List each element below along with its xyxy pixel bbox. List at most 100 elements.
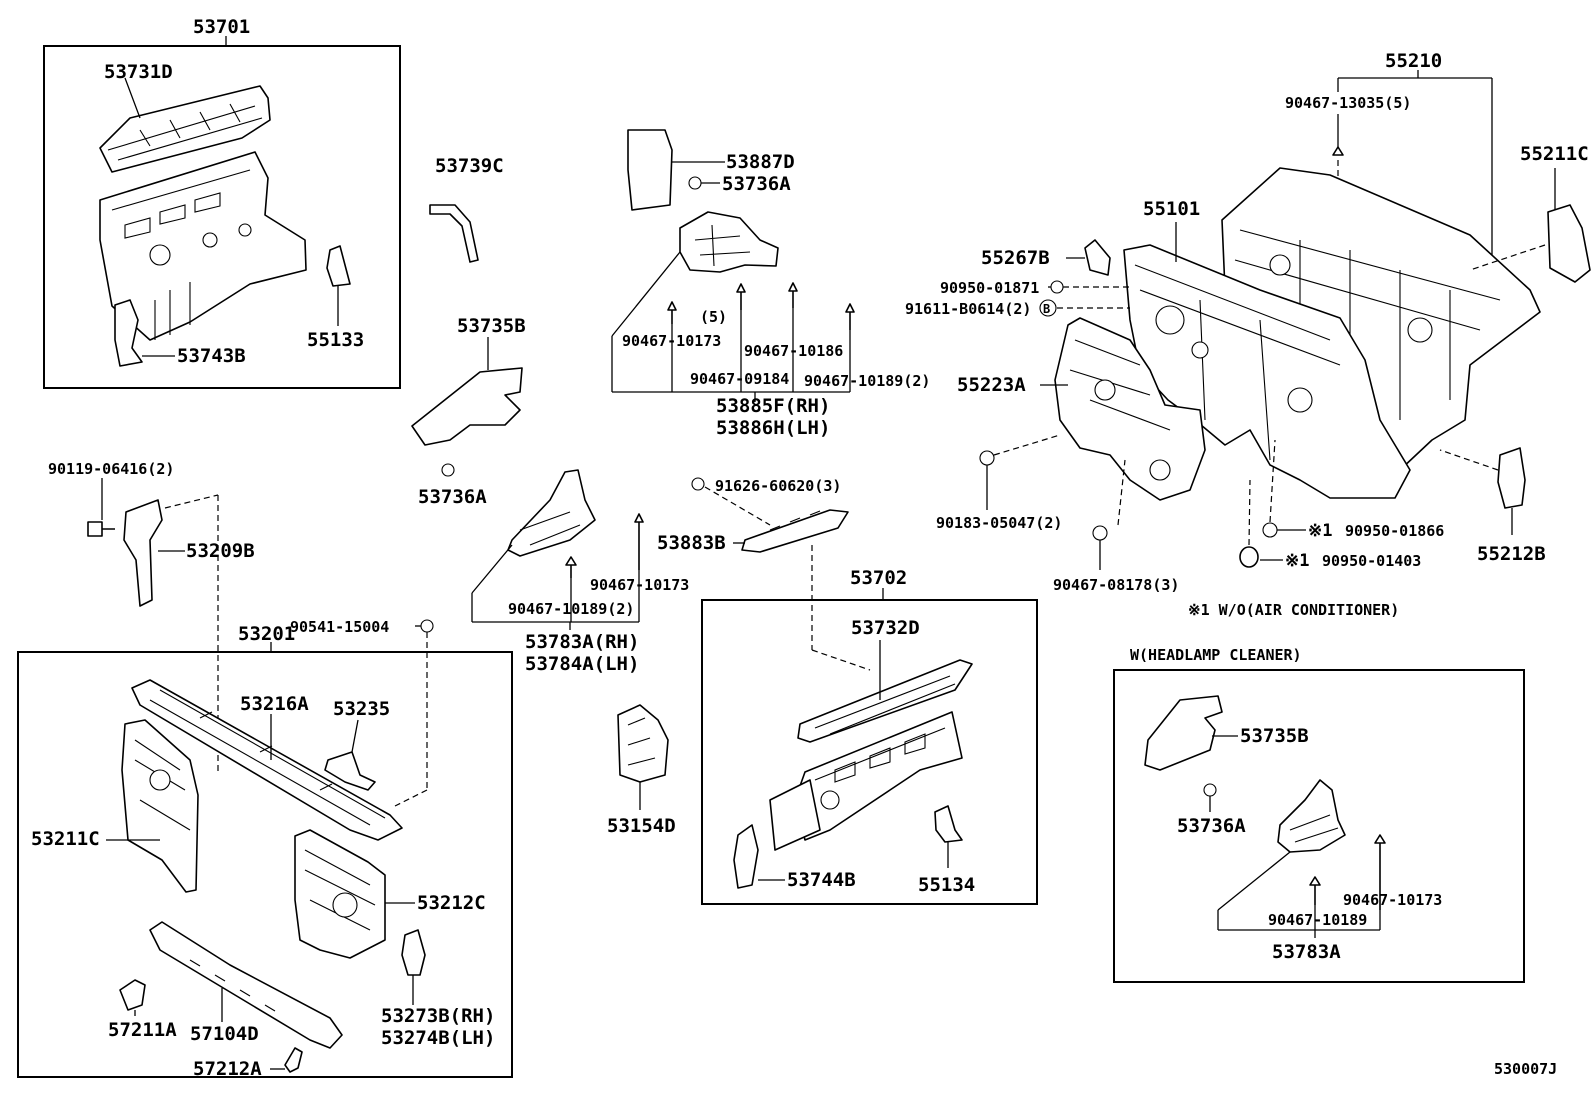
label-55211C: 55211C — [1520, 143, 1589, 165]
label-53201: 53201 — [238, 623, 295, 645]
label-90467-10173-b: 90467-10173 — [590, 576, 689, 594]
reinforcement-53883B — [741, 509, 849, 553]
label-55133: 55133 — [307, 329, 364, 351]
label-53735B: 53735B — [457, 315, 526, 337]
bracket-53744B — [733, 824, 759, 889]
label-55223A: 55223A — [957, 374, 1026, 396]
bracket-53154D — [617, 704, 669, 783]
dash-panel-55101 — [1123, 244, 1411, 499]
label-53211C: 53211C — [31, 828, 100, 850]
radiator-support-upper-53216A — [131, 679, 403, 841]
label-90950-01871: 90950-01871 — [940, 279, 1039, 297]
label-53212C: 53212C — [417, 892, 486, 914]
seal-55212B — [1497, 447, 1526, 509]
shield-53735B-headlamp — [1144, 695, 1223, 771]
dash-panel-front-lower — [769, 711, 963, 851]
air-conditioner-note: ※1 W/O(AIR CONDITIONER) — [1188, 601, 1399, 619]
label-91626-60620-3: 91626-60620(3) — [715, 477, 841, 495]
mark-note-1-b: ※1 — [1285, 551, 1309, 571]
seal-53783A-headlamp — [1277, 779, 1346, 853]
group-box-53701 — [43, 45, 401, 389]
group-box-53702 — [701, 599, 1038, 905]
seal-53739C — [429, 204, 479, 263]
bracket-57211A — [119, 979, 146, 1011]
dash-panel-insulator-55210 — [1221, 167, 1541, 471]
headlamp-box-title: W(HEADLAMP CLEANER) — [1130, 646, 1302, 664]
label-53216A: 53216A — [240, 693, 309, 715]
label-55210: 55210 — [1385, 50, 1442, 72]
label-53736A-a: 53736A — [418, 486, 487, 508]
circle-mark-B: B — [1043, 302, 1050, 316]
label-57104D: 57104D — [190, 1023, 259, 1045]
label-90467-10173-headlamp: 90467-10173 — [1343, 891, 1442, 909]
cowl-top-panel-53731D — [99, 85, 271, 173]
radiator-support-side-53212C — [294, 829, 386, 959]
insulator-53885F — [679, 211, 779, 273]
seal-53783A — [507, 469, 596, 557]
label-90467-10189-headlamp: 90467-10189 — [1268, 911, 1367, 929]
label-53744B: 53744B — [787, 869, 856, 891]
label-90183-05047-2: 90183-05047(2) — [936, 514, 1062, 532]
label-90467-10189-2a: 90467-10189(2) — [804, 372, 930, 390]
label-57211A: 57211A — [108, 1019, 177, 1041]
support-53209B — [123, 499, 163, 607]
label-53209B: 53209B — [186, 540, 255, 562]
label-90467-13035-5: 90467-13035(5) — [1285, 94, 1411, 112]
label-53887D: 53887D — [726, 151, 795, 173]
bracket-55133 — [326, 245, 351, 287]
label-55134: 55134 — [918, 874, 975, 896]
bracket-53235 — [324, 751, 376, 791]
label-53701: 53701 — [193, 16, 250, 38]
label-53732D: 53732D — [851, 617, 920, 639]
label-53783A-headlamp: 53783A — [1272, 941, 1341, 963]
label-53736A-headlamp: 53736A — [1177, 815, 1246, 837]
shield-53735B — [411, 367, 523, 446]
bracket-53273B — [401, 929, 426, 976]
label-53274B-LH: 53274B(LH) — [381, 1027, 495, 1049]
label-90119-06416-2: 90119-06416(2) — [48, 460, 174, 478]
cowl-top-panel-53732D — [797, 659, 973, 743]
diagram-code: 530007J — [1494, 1060, 1557, 1078]
label-53883B: 53883B — [657, 532, 726, 554]
mark-note-1-a: ※1 — [1308, 521, 1332, 541]
group-box-53201 — [17, 651, 513, 1078]
label-90467-10173-a: 90467-10173 — [622, 332, 721, 350]
bracket-57212A — [284, 1047, 303, 1073]
label-90541-15004: 90541-15004 — [290, 618, 389, 636]
bracket-55267B — [1084, 239, 1111, 276]
group-box-headlamp — [1113, 669, 1525, 983]
label-53154D: 53154D — [607, 815, 676, 837]
insulator-55223A — [1054, 317, 1206, 501]
label-53743B: 53743B — [177, 345, 246, 367]
label-57212A: 57212A — [193, 1058, 262, 1080]
label-90467-08178-3: 90467-08178(3) — [1053, 576, 1179, 594]
radiator-support-side-53211C — [121, 719, 199, 893]
label-53235: 53235 — [333, 698, 390, 720]
label-55212B: 55212B — [1477, 543, 1546, 565]
label-55101: 55101 — [1143, 198, 1200, 220]
bracket-55134 — [934, 805, 963, 843]
cover-53887D — [627, 129, 673, 211]
label-53735B-headlamp: 53735B — [1240, 725, 1309, 747]
label-53886H-LH: 53886H(LH) — [716, 417, 830, 439]
bracket-53743B — [114, 299, 143, 367]
label-53702: 53702 — [850, 567, 907, 589]
label-53783A-RH: 53783A(RH) — [525, 631, 639, 653]
label-90467-10189-2b: 90467-10189(2) — [508, 600, 634, 618]
label-90467-10186: 90467-10186 — [744, 342, 843, 360]
label-90950-01403: 90950-01403 — [1322, 552, 1421, 570]
radiator-support-lower-57104D — [149, 921, 343, 1049]
label-53885F-RH: 53885F(RH) — [716, 395, 830, 417]
label-53784A-LH: 53784A(LH) — [525, 653, 639, 675]
label-90467-09184: 90467-09184 — [690, 370, 789, 388]
label-55267B: 55267B — [981, 247, 1050, 269]
label-91611-B0614-2: 91611-B0614(2) — [905, 300, 1031, 318]
label-53731D: 53731D — [104, 61, 173, 83]
label-90950-01866: 90950-01866 — [1345, 522, 1444, 540]
label-53273B-RH: 53273B(RH) — [381, 1005, 495, 1027]
label-53736A-b: 53736A — [722, 173, 791, 195]
label-qty-5: (5) — [700, 308, 727, 326]
label-53739C: 53739C — [435, 155, 504, 177]
dash-panel-front — [99, 151, 307, 341]
